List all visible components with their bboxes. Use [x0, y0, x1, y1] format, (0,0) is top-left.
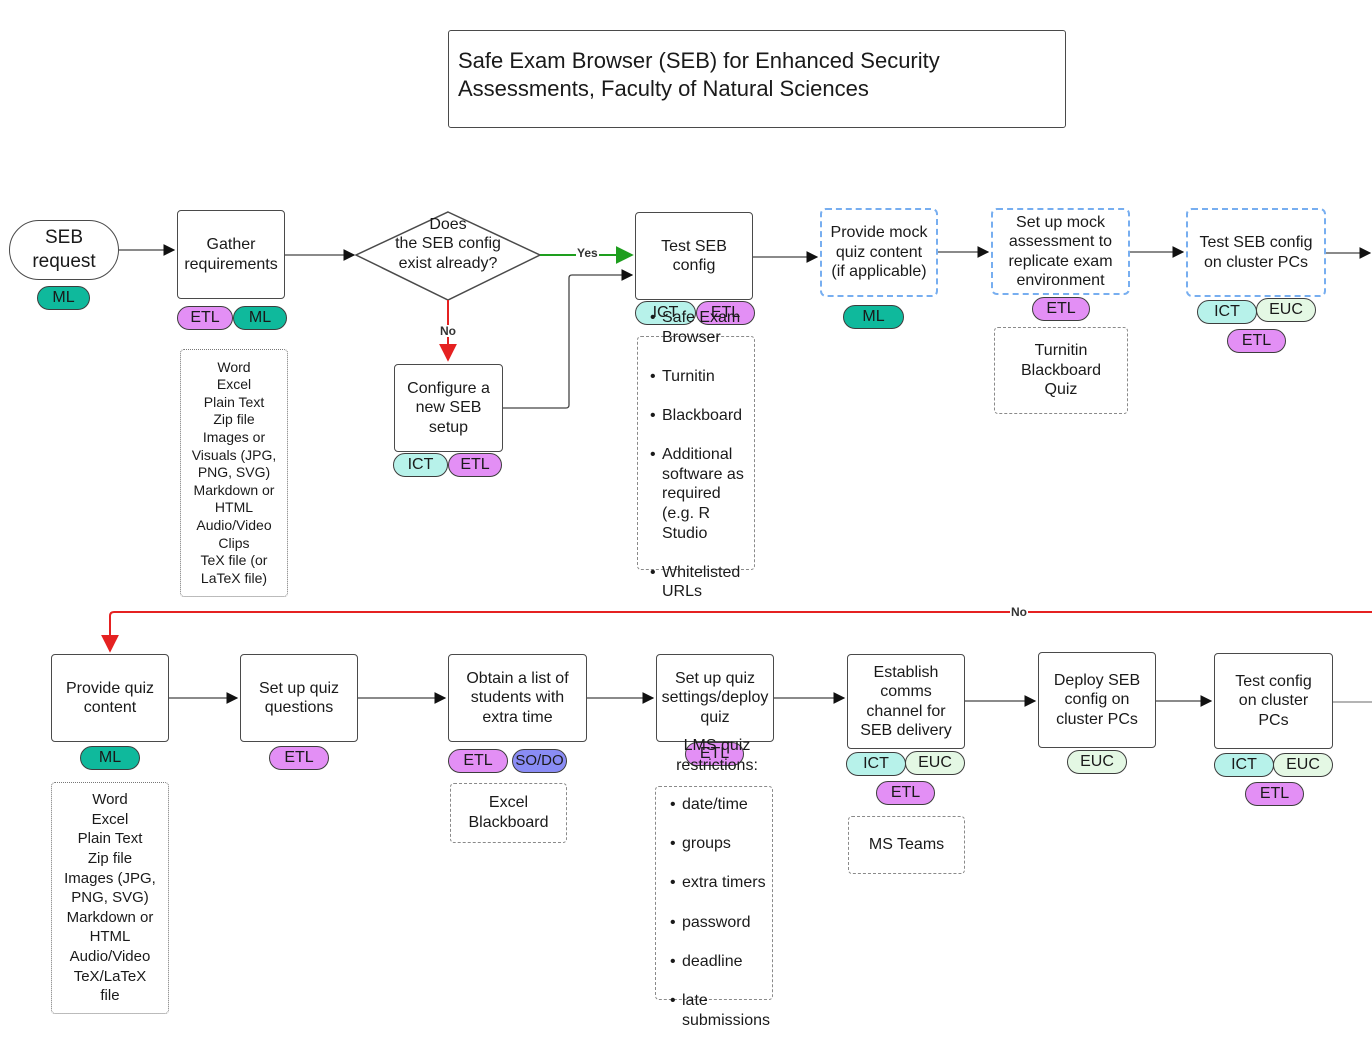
- restriction-item: groups: [670, 834, 768, 854]
- role-tag-ml: ML: [233, 306, 287, 330]
- node-provide-quiz-content[interactable]: Provide quiz content: [51, 654, 169, 742]
- note-comms-tool: MS Teams: [848, 816, 965, 874]
- diagram-title: Safe Exam Browser (SEB) for Enhanced Sec…: [448, 30, 1066, 128]
- node-test-config-cluster-bottom[interactable]: Test config on cluster PCs: [1214, 653, 1333, 749]
- note-lms-restrictions: LMS quiz restrictions: date/time groups …: [655, 737, 773, 1029]
- no-edge-label-loop: No: [1010, 605, 1028, 619]
- role-tag-ml: ML: [843, 305, 904, 329]
- restriction-item: password: [670, 913, 768, 933]
- role-tag-ict: ICT: [393, 453, 448, 477]
- node-setup-mock-assessment[interactable]: Set up mock assessment to replicate exam…: [991, 208, 1130, 295]
- software-item: Safe Exam Browser: [650, 308, 748, 347]
- role-tag-etl: ETL: [448, 453, 502, 477]
- role-tag-etl: ETL: [269, 746, 329, 770]
- restriction-item: late submissions: [670, 991, 770, 1030]
- decision-label: Does the SEB config exist already?: [395, 215, 501, 272]
- note-test-software: Safe Exam Browser Turnitin Blackboard Ad…: [637, 308, 755, 600]
- node-setup-quiz-settings[interactable]: Set up quiz settings/deploy quiz: [656, 654, 774, 742]
- role-tag-etl: ETL: [1032, 297, 1090, 321]
- role-tag-etl: ETL: [448, 749, 508, 773]
- restriction-item: date/time: [670, 795, 768, 815]
- node-establish-comms[interactable]: Establish comms channel for SEB delivery: [847, 654, 965, 749]
- node-seb-request[interactable]: SEB request: [9, 220, 119, 280]
- software-list: Safe Exam Browser Turnitin Blackboard Ad…: [646, 288, 748, 621]
- role-tag-euc: EUC: [1067, 750, 1127, 774]
- node-decision-config-exists[interactable]: Does the SEB config exist already?: [376, 213, 520, 275]
- role-tag-etl: ETL: [1245, 782, 1304, 806]
- node-setup-quiz-questions[interactable]: Set up quiz questions: [240, 654, 358, 742]
- role-tag-ict: ICT: [1197, 300, 1257, 324]
- software-item: Additional software as required (e.g. R …: [650, 445, 748, 543]
- lms-restrictions-heading: LMS quiz restrictions:: [676, 737, 758, 774]
- edge-configure-to-test: [503, 269, 634, 409]
- role-tag-etl: ETL: [876, 781, 935, 805]
- no-edge-label-decision: No: [439, 324, 457, 338]
- node-test-cluster-pcs-top[interactable]: Test SEB config on cluster PCs: [1186, 208, 1326, 297]
- note-mock-tools: Turnitin Blackboard Quiz: [994, 327, 1128, 414]
- note-quiz-content-formats: Word Excel Plain Text Zip file Images (J…: [51, 782, 169, 1014]
- role-tag-ict: ICT: [846, 752, 906, 776]
- role-tag-ict: ICT: [1214, 753, 1274, 777]
- role-tag-etl: ETL: [1227, 329, 1286, 353]
- node-test-seb-config[interactable]: Test SEB config: [635, 212, 753, 300]
- role-tag-ml: ML: [80, 746, 140, 770]
- node-configure-new-setup[interactable]: Configure a new SEB setup: [394, 364, 503, 452]
- role-tag-euc: EUC: [1256, 298, 1316, 322]
- role-tag-euc: EUC: [905, 751, 965, 775]
- note-requirement-formats: Word Excel Plain Text Zip file Images or…: [180, 349, 288, 597]
- lms-restrictions-list: date/time groups extra timers password d…: [666, 775, 770, 1049]
- software-item: Turnitin: [650, 367, 748, 387]
- software-item: Whitelisted URLs: [650, 563, 748, 602]
- restriction-item: deadline: [670, 952, 768, 972]
- role-tag-so-do: SO/DO: [512, 749, 567, 773]
- software-item: Blackboard: [650, 406, 748, 426]
- node-provide-mock-quiz[interactable]: Provide mock quiz content (if applicable…: [820, 208, 938, 297]
- yes-edge-label: Yes: [576, 246, 599, 260]
- role-tag-ml: ML: [37, 286, 90, 310]
- restriction-item: extra timers: [670, 873, 768, 893]
- note-extra-time-tools: Excel Blackboard: [450, 783, 567, 843]
- node-deploy-seb-config[interactable]: Deploy SEB config on cluster PCs: [1038, 652, 1156, 748]
- role-tag-euc: EUC: [1273, 753, 1333, 777]
- role-tag-etl: ETL: [177, 306, 233, 330]
- node-gather-requirements[interactable]: Gather requirements: [177, 210, 285, 299]
- node-obtain-extra-time-list[interactable]: Obtain a list of students with extra tim…: [448, 654, 587, 742]
- role-tag-etl: ETL: [685, 742, 744, 766]
